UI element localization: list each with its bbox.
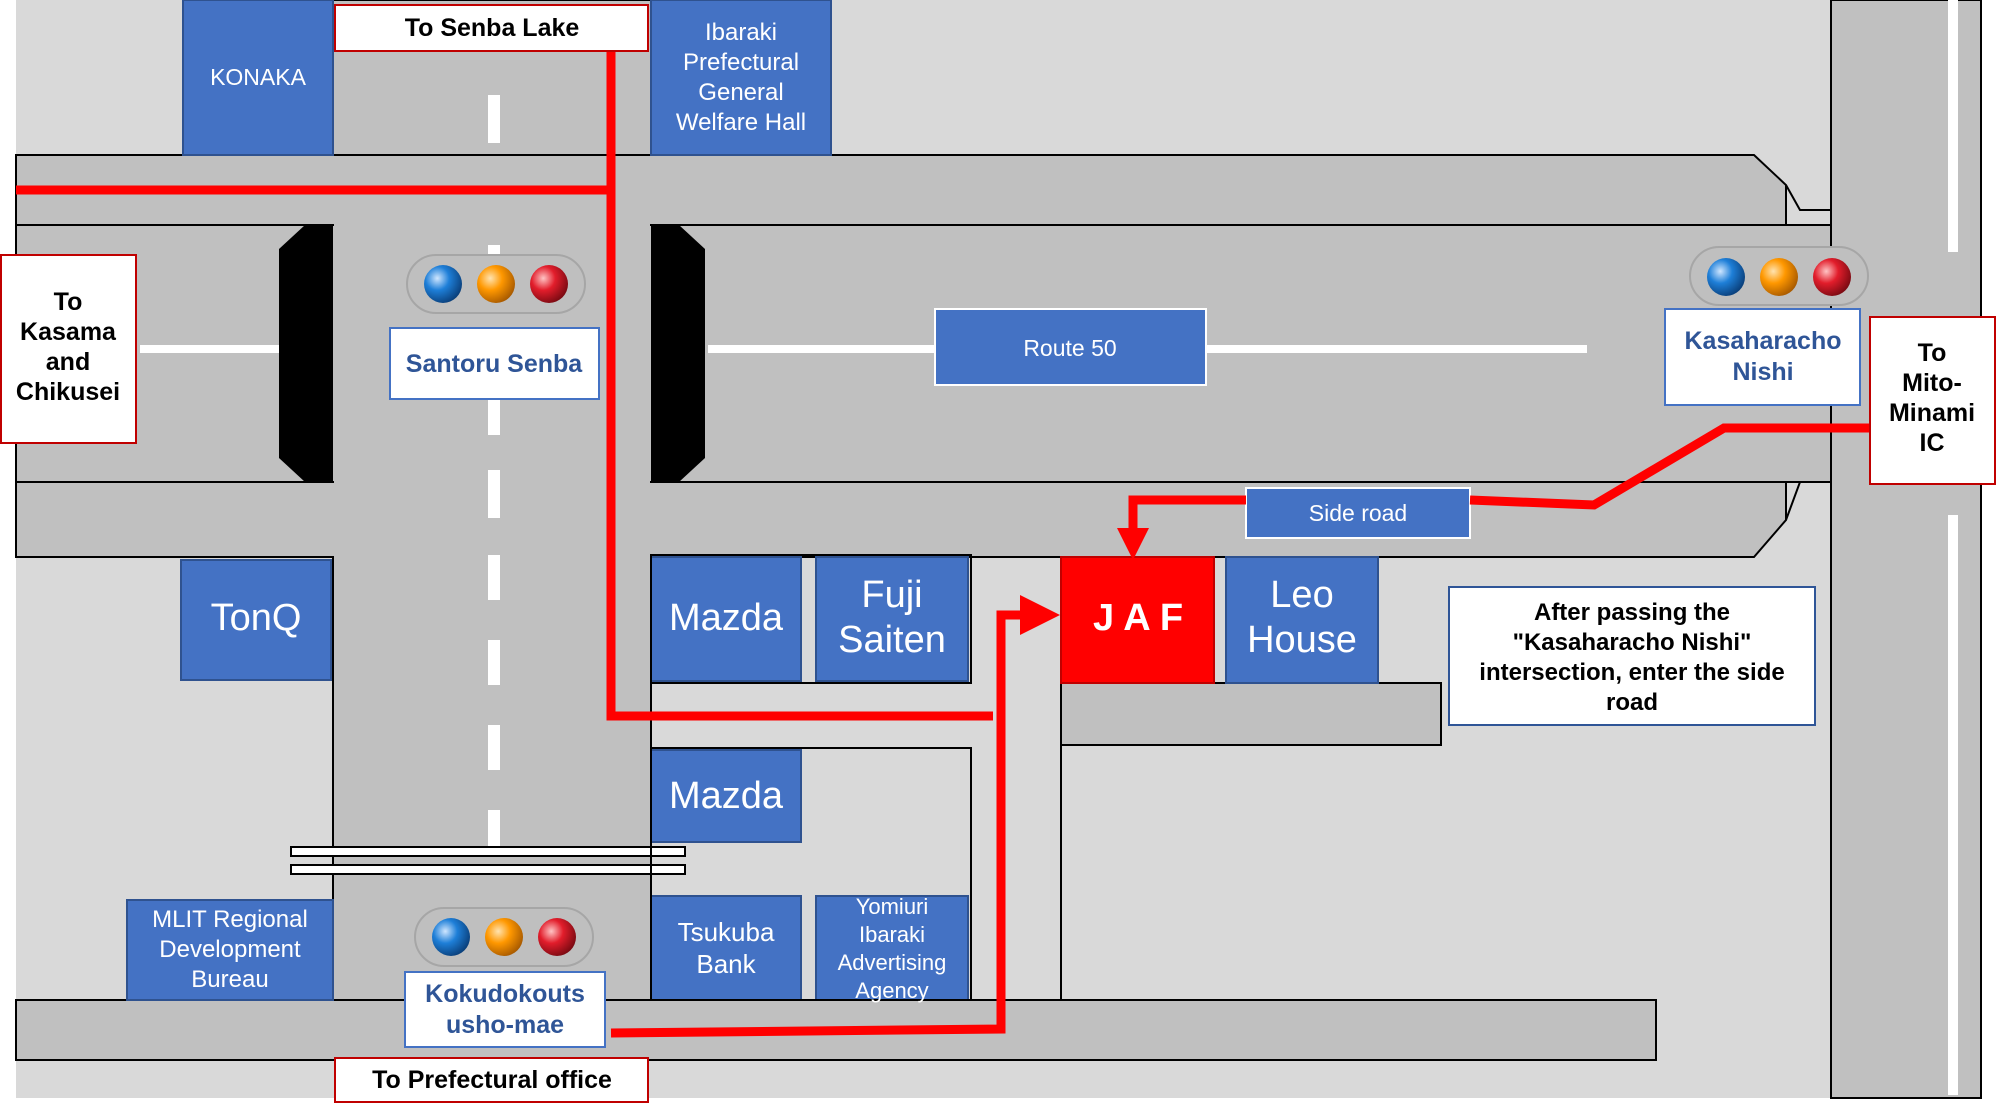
side-road-label: Side road xyxy=(1309,500,1407,526)
tonq-building xyxy=(180,559,332,681)
arrow-to-jaf-east xyxy=(1020,595,1060,635)
mazda-top-building xyxy=(650,556,802,682)
direction-east-box xyxy=(1869,316,1996,485)
fuji-line1: Fuji xyxy=(861,574,922,616)
mlit-line3: Bureau xyxy=(191,966,268,993)
yomiuri-line2: Ibaraki xyxy=(859,922,925,947)
kokudo-line2: usho-mae xyxy=(446,1011,564,1039)
direction-east-line1: To xyxy=(1918,339,1947,367)
mazda-bottom-building xyxy=(650,749,802,843)
route50-label-box xyxy=(934,308,1207,386)
jaf-building xyxy=(1060,556,1215,684)
kokudo-label-box xyxy=(404,971,606,1048)
traffic-light-kasaharacho xyxy=(1689,246,1869,306)
mlit-building xyxy=(126,899,334,1001)
median-east xyxy=(651,225,705,482)
kasaharacho-line2: Nishi xyxy=(1732,358,1793,386)
route-arrows xyxy=(1020,528,1149,635)
leo-line1: Leo xyxy=(1270,574,1333,616)
jaf-label: J A F xyxy=(1093,597,1183,639)
konaka-building xyxy=(182,0,334,156)
mazda-bottom-label: Mazda xyxy=(669,775,784,817)
yomiuri-line3: Advertising xyxy=(838,950,947,975)
welfare-line1: Ibaraki xyxy=(705,19,777,46)
direction-east-line2: Mito- xyxy=(1902,369,1962,397)
yomiuri-line1: Yomiuri xyxy=(856,894,929,919)
direction-west-line2: Kasama xyxy=(20,318,117,346)
leo-house-building xyxy=(1225,556,1379,684)
direction-north-label: To Senba Lake xyxy=(405,14,580,42)
mazda-top-label: Mazda xyxy=(669,597,784,639)
welfare-line2: Prefectural xyxy=(683,49,799,76)
direction-west-line4: Chikusei xyxy=(16,378,120,406)
direction-north-box xyxy=(334,4,649,52)
fuji-saiten-building xyxy=(815,556,969,682)
direction-south-box xyxy=(334,1057,649,1103)
konaka-label: KONAKA xyxy=(210,64,307,90)
note-line2: "Kasaharacho Nishi" xyxy=(1513,629,1752,656)
note-line1: After passing the xyxy=(1534,599,1730,626)
bridge-marker xyxy=(290,846,686,875)
block-outline-upper xyxy=(650,554,972,684)
local-road xyxy=(1060,682,1442,746)
note-line4: road xyxy=(1606,689,1658,716)
welfare-line3: General xyxy=(698,79,783,106)
tsukuba-line1: Tsukuba xyxy=(678,917,775,947)
mlit-line1: MLIT Regional xyxy=(152,906,308,933)
tonq-label: TonQ xyxy=(211,597,302,639)
direction-west-line3: and xyxy=(46,348,90,376)
welfare-line4: Welfare Hall xyxy=(676,109,806,136)
yomiuri-building xyxy=(815,895,969,1001)
traffic-light-kokudo xyxy=(414,907,594,967)
route50-lower-carriageway xyxy=(15,481,1787,558)
mlit-line2: Development xyxy=(159,936,301,963)
road-edges xyxy=(651,184,1831,1000)
direction-east-line3: Minami xyxy=(1889,399,1975,427)
direction-west-box xyxy=(0,254,137,444)
santoru-label-box xyxy=(389,327,600,400)
median-west xyxy=(279,225,333,482)
arrow-to-jaf-south xyxy=(1117,528,1149,560)
direction-east-line4: IC xyxy=(1920,429,1945,457)
direction-south-label: To Prefectural office xyxy=(372,1066,612,1094)
route50-label: Route 50 xyxy=(1023,335,1116,361)
kasaharacho-label-box xyxy=(1664,308,1861,406)
block-outline-lower xyxy=(650,747,972,1001)
tsukuba-bank-building xyxy=(650,895,802,1001)
side-road-label-box xyxy=(1245,487,1471,539)
tsukuba-line2: Bank xyxy=(696,949,756,979)
leo-line2: House xyxy=(1247,619,1357,661)
traffic-light-santoru xyxy=(406,254,586,314)
santoru-label: Santoru Senba xyxy=(406,350,584,378)
kasaharacho-line1: Kasaharacho xyxy=(1684,327,1841,355)
yomiuri-line4: Agency xyxy=(855,978,928,1003)
fuji-line2: Saiten xyxy=(838,619,946,661)
direction-west-line1: To xyxy=(54,288,83,316)
note-box xyxy=(1448,586,1816,726)
note-line3: intersection, enter the side xyxy=(1479,659,1784,686)
kokudo-line1: Kokudokouts xyxy=(425,980,585,1008)
welfare-hall-building xyxy=(650,0,832,156)
